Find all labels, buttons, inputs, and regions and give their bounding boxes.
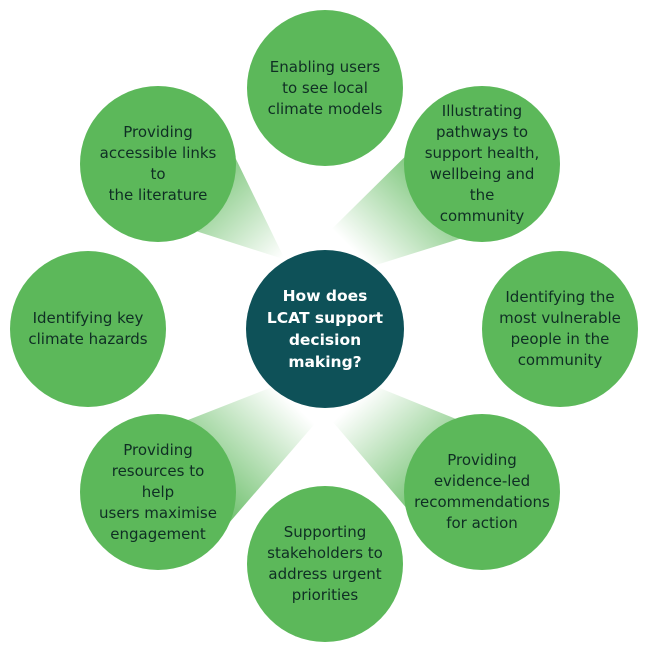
node-bottom-right-label: Providing evidence-led recommendations f…: [414, 451, 550, 532]
node-bottom: Supporting stakeholders to address urgen…: [247, 486, 403, 642]
node-top-left-label: Providing accessible links to the litera…: [99, 123, 217, 204]
node-top-label: Enabling users to see local climate mode…: [267, 57, 383, 118]
node-bottom-label: Supporting stakeholders to address urgen…: [267, 523, 383, 604]
node-top-left: Providing accessible links to the litera…: [80, 86, 236, 242]
node-bottom-right: Providing evidence-led recommendations f…: [404, 414, 560, 570]
node-left-label: Identifying key climate hazards: [28, 309, 148, 348]
node-right: Identifying the most vulnerable people i…: [482, 251, 638, 407]
node-top: Enabling users to see local climate mode…: [247, 10, 403, 166]
node-bottom-left-label: Providing resources to help users maximi…: [99, 440, 217, 543]
node-right-label: Identifying the most vulnerable people i…: [499, 288, 621, 369]
node-bottom-left: Providing resources to help users maximi…: [80, 414, 236, 570]
center-question: How does LCAT support decision making?: [246, 250, 404, 408]
node-top-right-label: Illustrating pathways to support health,…: [424, 102, 540, 225]
center-question-label: How does LCAT support decision making?: [266, 287, 384, 371]
node-left: Identifying key climate hazards: [10, 251, 166, 407]
node-top-right: Illustrating pathways to support health,…: [404, 86, 560, 242]
